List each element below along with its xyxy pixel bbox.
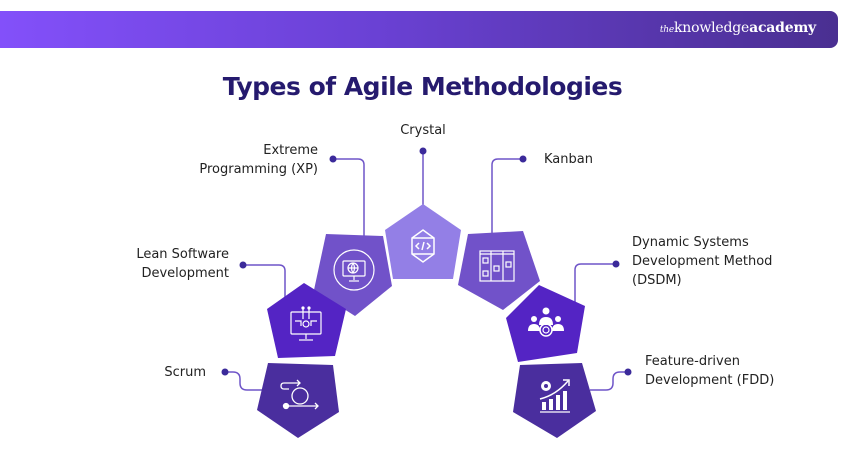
label-xp: Extreme Programming (XP) [199, 143, 318, 177]
brand-logo: theknowledgeacademy [660, 20, 816, 36]
pentagon-scrum [257, 363, 339, 438]
label-fdd: Feature-driven Development (FDD) [645, 354, 775, 388]
dot-fdd [624, 368, 632, 376]
dot-scrum [221, 368, 229, 376]
pentagon-kanban [458, 231, 540, 310]
pentagon-dsdm [506, 285, 585, 362]
pentagon-fdd [513, 363, 596, 438]
dot-kanban [519, 155, 527, 163]
team-refresh-icon [528, 307, 564, 337]
pentagon-xp [314, 234, 392, 316]
connector-dsdm [574, 263, 616, 308]
header-banner: theknowledgeacademy [0, 11, 838, 48]
kanban-board-icon [479, 250, 515, 282]
dot-crystal [419, 147, 427, 155]
label-kanban: Kanban [544, 152, 593, 167]
brand-the: the [659, 25, 674, 35]
label-dsdm: Dynamic Systems Development Method (DSDM… [632, 235, 773, 288]
page-title: Types of Agile Methodologies [222, 72, 623, 101]
connector-kanban [491, 158, 523, 236]
crystal-code-icon [411, 229, 435, 263]
scrum-cycle-icon [280, 379, 319, 410]
connector-lean [243, 264, 286, 300]
monitor-globe-icon [333, 249, 375, 291]
label-scrum: Scrum [164, 365, 206, 380]
connector-xp [333, 158, 365, 236]
dot-dsdm [612, 260, 620, 268]
connector-dots [221, 147, 632, 376]
dot-lean [239, 261, 247, 269]
brand-academy: academy [749, 20, 816, 36]
brand-knowledge: knowledge [673, 20, 750, 36]
pentagon-crystal [385, 204, 461, 279]
dot-xp [329, 155, 337, 163]
pentagon-lean [267, 283, 346, 358]
gear-growth-chart-icon [539, 379, 570, 413]
monitor-circuit-gear-icon [290, 306, 322, 341]
label-lean: Lean Software Development [136, 247, 229, 281]
label-crystal: Crystal [400, 123, 446, 138]
connector-fdd [590, 371, 628, 391]
connector-scrum [225, 371, 266, 391]
connectors [225, 151, 628, 391]
